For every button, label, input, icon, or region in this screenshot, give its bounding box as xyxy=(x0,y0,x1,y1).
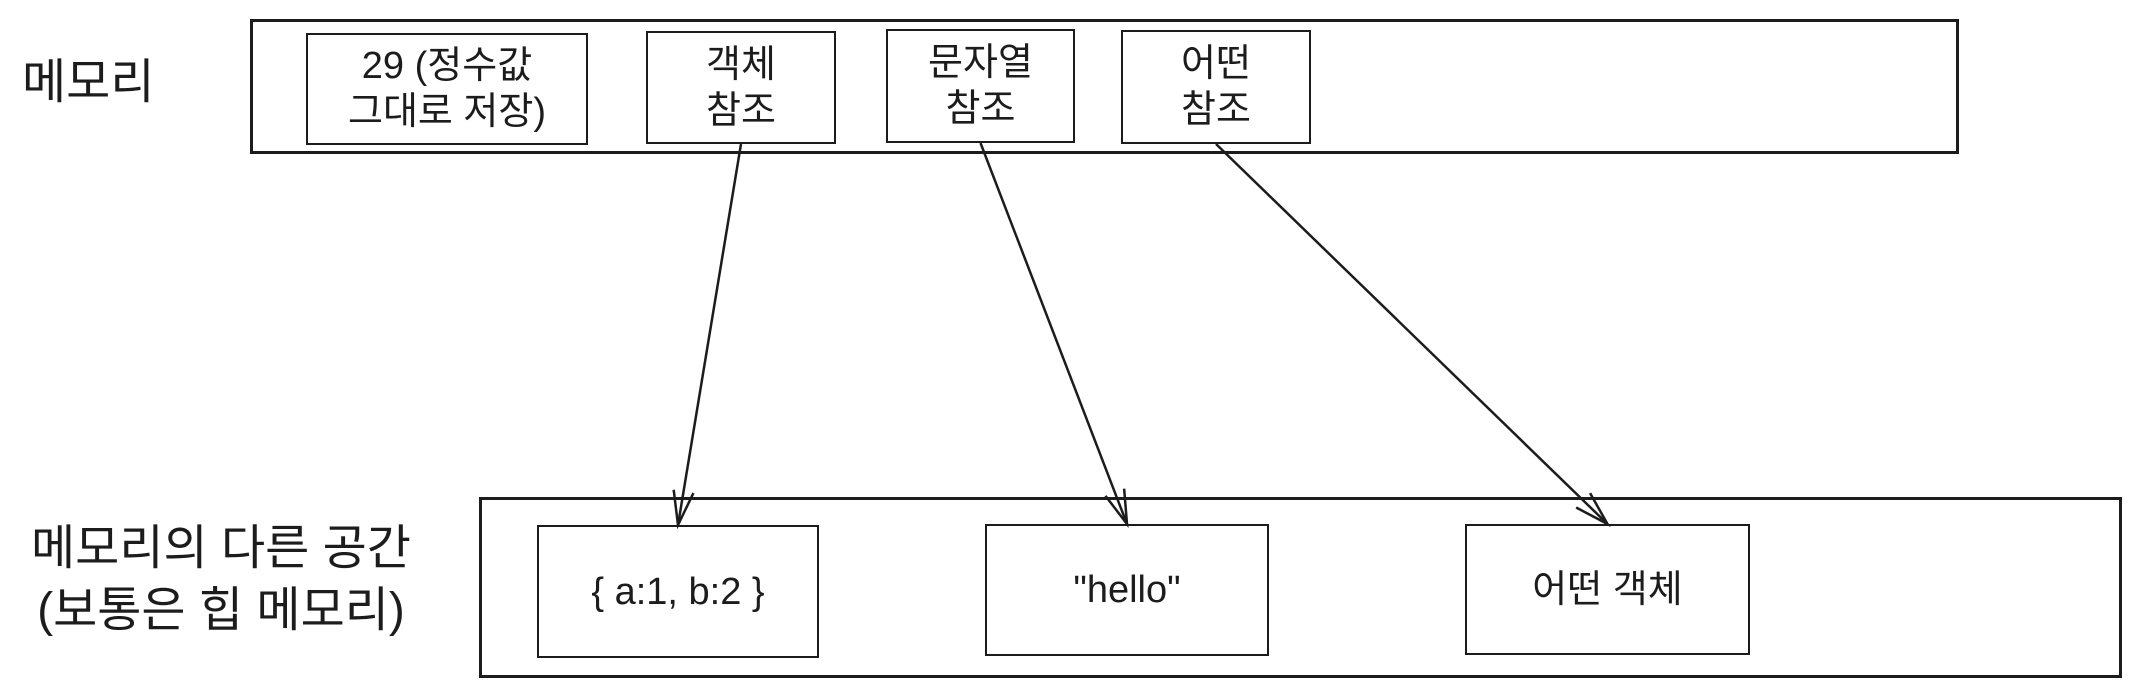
heap-label-line2: (보통은 힙 메모리) xyxy=(37,584,405,637)
cell-string-reference: 문자열 참조 xyxy=(886,29,1075,143)
reference-arrow-object-ref xyxy=(672,143,743,530)
cell-some-reference: 어떤 참조 xyxy=(1121,30,1311,144)
memory-label: 메모리 xyxy=(22,56,155,109)
reference-arrow-some-ref xyxy=(1215,143,1611,528)
cell-some-object: 어떤 객체 xyxy=(1465,524,1750,655)
reference-arrow-string-ref xyxy=(979,142,1129,529)
heap-label: 메모리의 다른 공간 (보통은 힙 메모리) xyxy=(6,518,436,642)
cell-object-literal: { a:1, b:2 } xyxy=(537,525,819,658)
cell-int-value: 29 (정수값 그대로 저장) xyxy=(306,33,588,145)
heap-container: { a:1, b:2 } "hello" 어떤 객체 xyxy=(479,497,2122,678)
heap-label-line1: 메모리의 다른 공간 xyxy=(31,522,411,575)
memory-container: 29 (정수값 그대로 저장) 객체 참조 문자열 참조 어떤 참조 xyxy=(250,19,1959,154)
cell-string-literal: "hello" xyxy=(985,524,1269,656)
cell-object-reference: 객체 참조 xyxy=(646,31,836,144)
